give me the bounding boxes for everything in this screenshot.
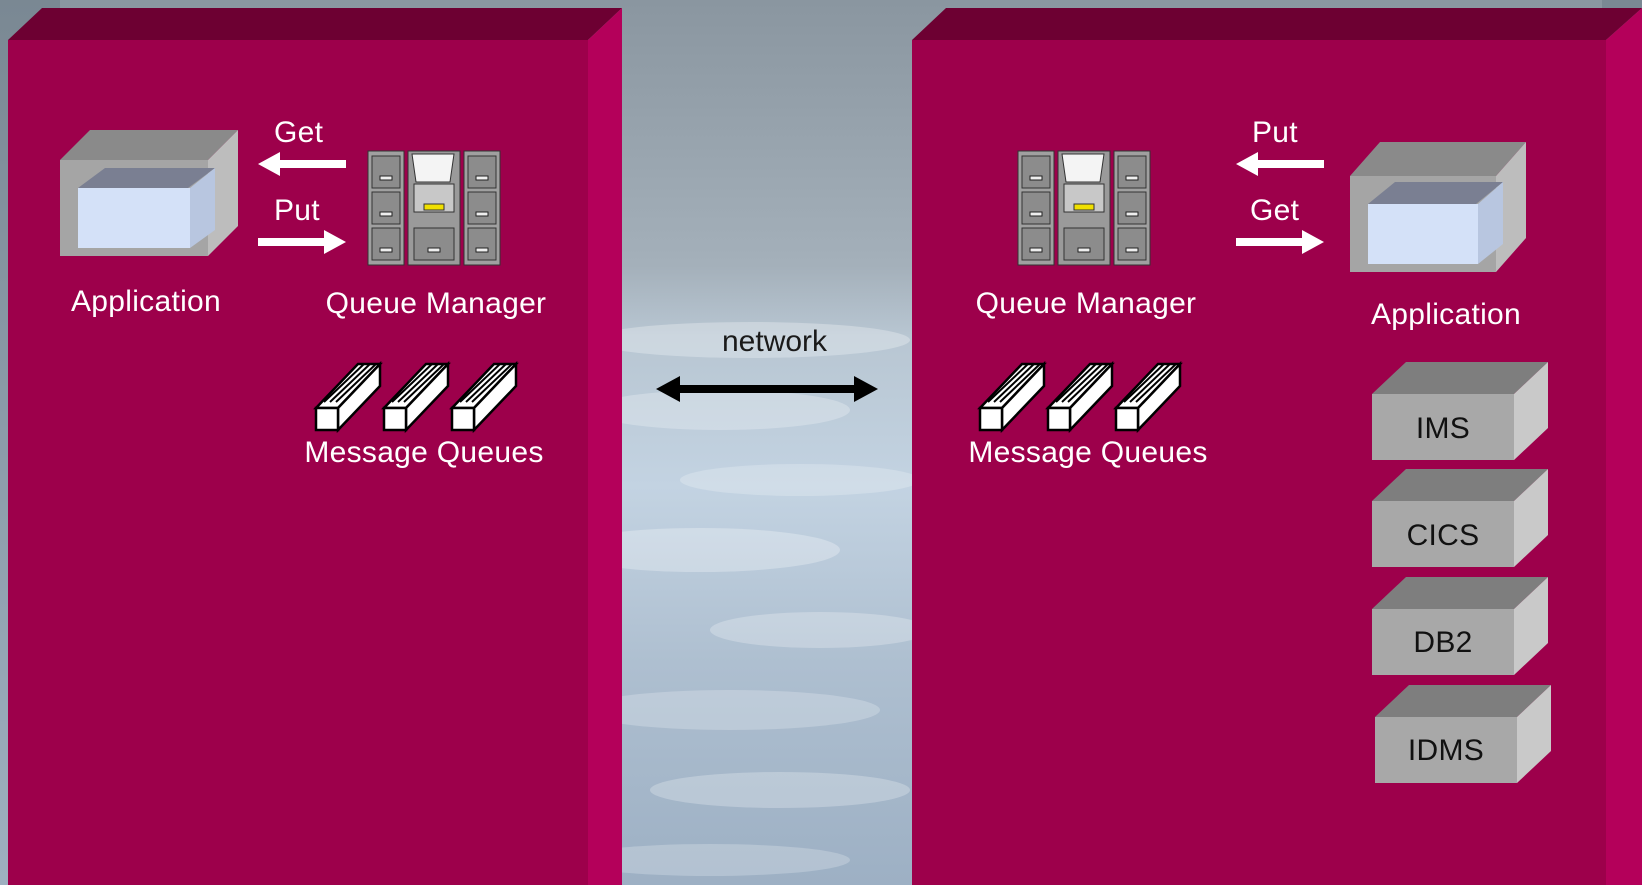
left-message-queues-label: Message Queues: [304, 436, 544, 469]
right-queue-manager-label: Queue Manager: [975, 287, 1197, 320]
left-application-label: Application: [70, 285, 222, 318]
right-put-label: Put: [1252, 116, 1298, 149]
network-label: network: [722, 325, 828, 358]
right-get-label: Get: [1250, 194, 1300, 227]
system-block-idms[interactable]: [1375, 683, 1551, 785]
system-block-db2[interactable]: [1372, 575, 1548, 677]
right-queue-manager-icon[interactable]: [1017, 148, 1151, 268]
system-label-ims: IMS: [1415, 412, 1471, 445]
network-double-arrow: [656, 376, 878, 402]
system-label-db2: DB2: [1413, 626, 1473, 659]
right-get-arrow: [1236, 230, 1324, 254]
system-block-cics[interactable]: [1372, 467, 1548, 569]
left-put-arrow: [258, 230, 346, 254]
left-message-queues-icon[interactable]: [313, 360, 520, 436]
right-application-icon[interactable]: [1350, 142, 1530, 276]
left-get-arrow: [258, 152, 346, 176]
clouds-background: [600, 322, 920, 876]
right-put-arrow: [1236, 152, 1324, 176]
left-application-icon[interactable]: [60, 130, 240, 260]
left-put-label: Put: [274, 194, 320, 227]
right-message-queues-icon[interactable]: [977, 360, 1184, 436]
right-message-queues-label: Message Queues: [968, 436, 1208, 469]
left-get-label: Get: [274, 116, 324, 149]
system-label-cics: CICS: [1406, 519, 1480, 552]
left-queue-manager-label: Queue Manager: [325, 287, 547, 320]
left-queue-manager-icon[interactable]: [367, 148, 501, 268]
system-block-ims[interactable]: [1372, 360, 1548, 462]
system-label-idms: IDMS: [1407, 734, 1485, 767]
right-application-label: Application: [1370, 298, 1522, 331]
